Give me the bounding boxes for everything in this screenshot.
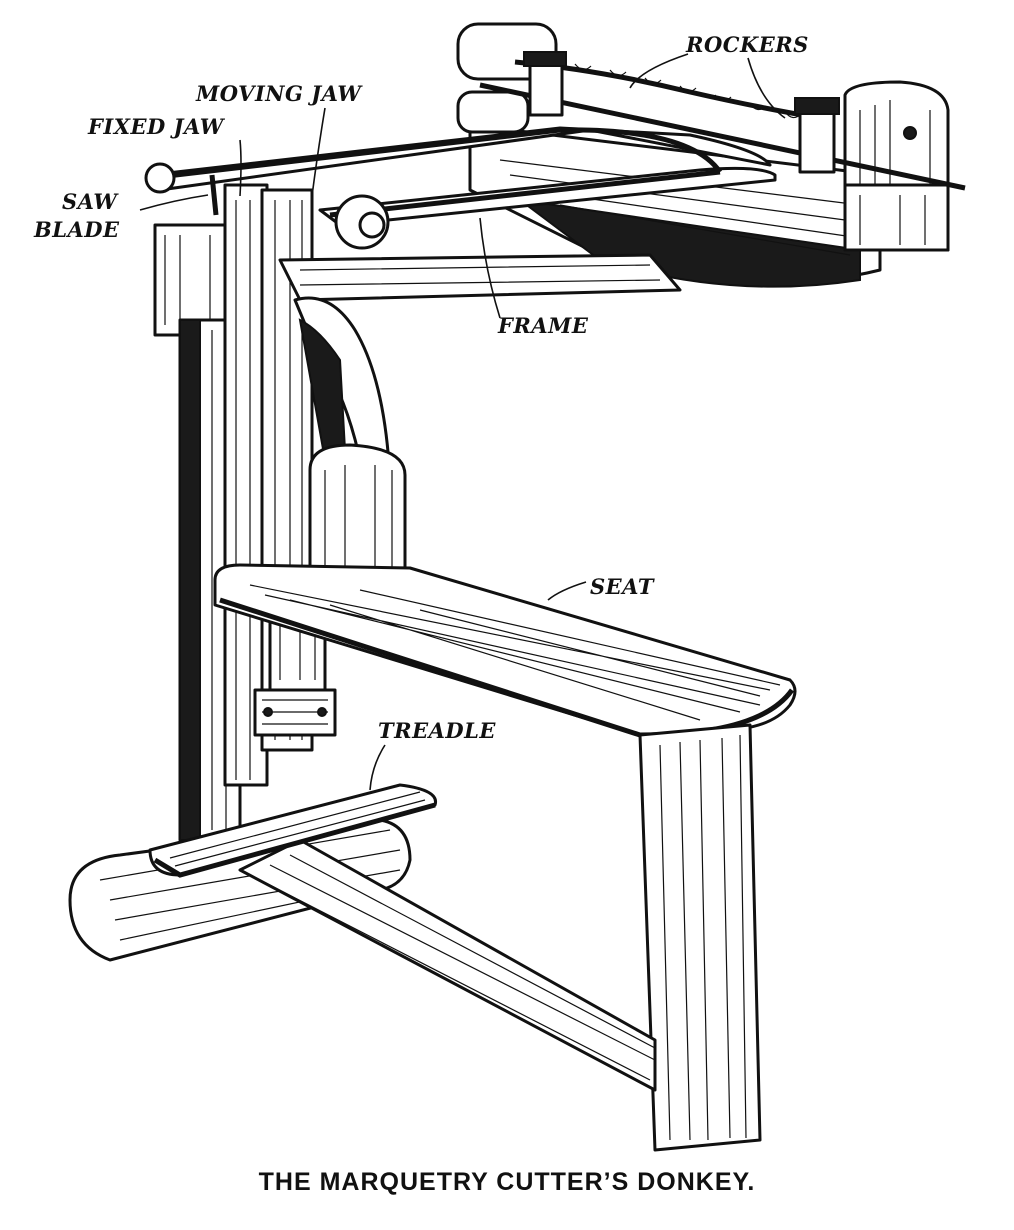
svg-text:SAW: SAW xyxy=(62,189,119,214)
label-rockers: ROCKERS xyxy=(629,32,809,119)
svg-text:TREADLE: TREADLE xyxy=(378,718,496,743)
label-moving-jaw: MOVING JAW xyxy=(195,81,363,197)
saw-frame xyxy=(144,126,777,250)
svg-text:ROCKERS: ROCKERS xyxy=(685,32,809,57)
label-saw-blade: SAW BLADE xyxy=(33,189,209,242)
svg-text:FRAME: FRAME xyxy=(497,313,589,338)
svg-text:SEAT: SEAT xyxy=(590,574,655,599)
label-frame: FRAME xyxy=(479,217,589,338)
svg-text:FIXED JAW: FIXED JAW xyxy=(87,114,226,139)
label-seat: SEAT xyxy=(547,574,655,601)
rockers xyxy=(479,51,966,191)
seat-leg xyxy=(638,723,762,1152)
figure-caption: THE MARQUETRY CUTTER’S DONKEY. xyxy=(258,1168,756,1196)
treadle xyxy=(148,783,438,878)
label-treadle: TREADLE xyxy=(369,718,496,791)
rocker-beam xyxy=(456,22,950,288)
svg-text:BLADE: BLADE xyxy=(33,217,120,242)
label-fixed-jaw: FIXED JAW xyxy=(87,114,242,197)
svg-text:MOVING JAW: MOVING JAW xyxy=(195,81,363,106)
